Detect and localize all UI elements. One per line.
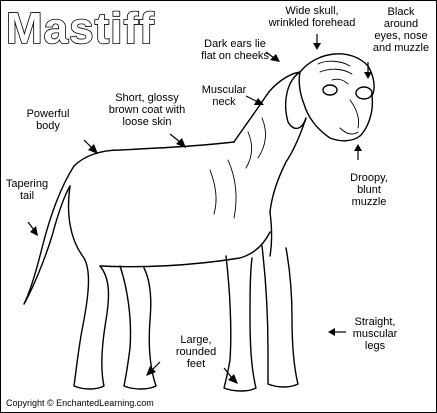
dog-eye: [322, 84, 338, 96]
dog-front-leg-back: [223, 255, 257, 392]
arrow-legs: [328, 328, 346, 336]
label-legs: Straight, muscular legs: [352, 316, 398, 352]
arrow-neck: [245, 95, 264, 105]
arrow-muzzle: [354, 144, 362, 160]
arrow-skull: [313, 34, 321, 50]
arrow-eyes: [364, 62, 372, 79]
label-body: Powerful body: [26, 108, 70, 132]
dog-rear-leg-back: [67, 185, 110, 390]
dog-chest: [269, 211, 273, 257]
dog-head-outline: [298, 53, 375, 142]
label-skull: Wide skull, wrinkled forehead: [268, 5, 356, 29]
dog-nose: [355, 86, 373, 100]
copyright-notice: Copyright © EnchantedLearning.com: [6, 398, 154, 408]
label-neck: Muscular neck: [201, 84, 247, 108]
label-ears: Dark ears lie flat on cheeks: [201, 38, 269, 62]
label-feet: Large, rounded feet: [175, 334, 217, 370]
label-muzzle: Droopy, blunt muzzle: [350, 172, 388, 208]
page-title: Mastiff: [5, 3, 155, 54]
muzzle-lines: [339, 99, 359, 135]
label-coat: Short, glossy brown coat with loose skin: [108, 92, 186, 128]
dog-neck-front: [269, 117, 307, 213]
dog-rear-leg-front: [119, 265, 157, 390]
dog-tail: [23, 165, 75, 305]
pointer-arrows: [27, 34, 372, 384]
dog-belly: [99, 231, 271, 268]
label-eyes-nose-muzzle: Black around eyes, nose and muzzle: [372, 6, 430, 54]
dog-ear: [284, 71, 307, 129]
dog-neck-top: [233, 71, 301, 143]
shoulder-contour: [209, 159, 237, 219]
dog-front-leg-front: [261, 245, 299, 388]
label-tail: Tapering tail: [5, 178, 49, 202]
neck-folds: [245, 117, 266, 169]
forehead-wrinkles: [317, 60, 353, 85]
arrow-ears: [265, 51, 280, 62]
arrow-body: [83, 139, 98, 154]
arrow-feet-right: [223, 367, 238, 384]
arrow-coat: [169, 133, 186, 148]
arrow-feet-left: [146, 361, 161, 376]
dog-back: [73, 141, 235, 167]
arrow-tail: [27, 221, 38, 236]
